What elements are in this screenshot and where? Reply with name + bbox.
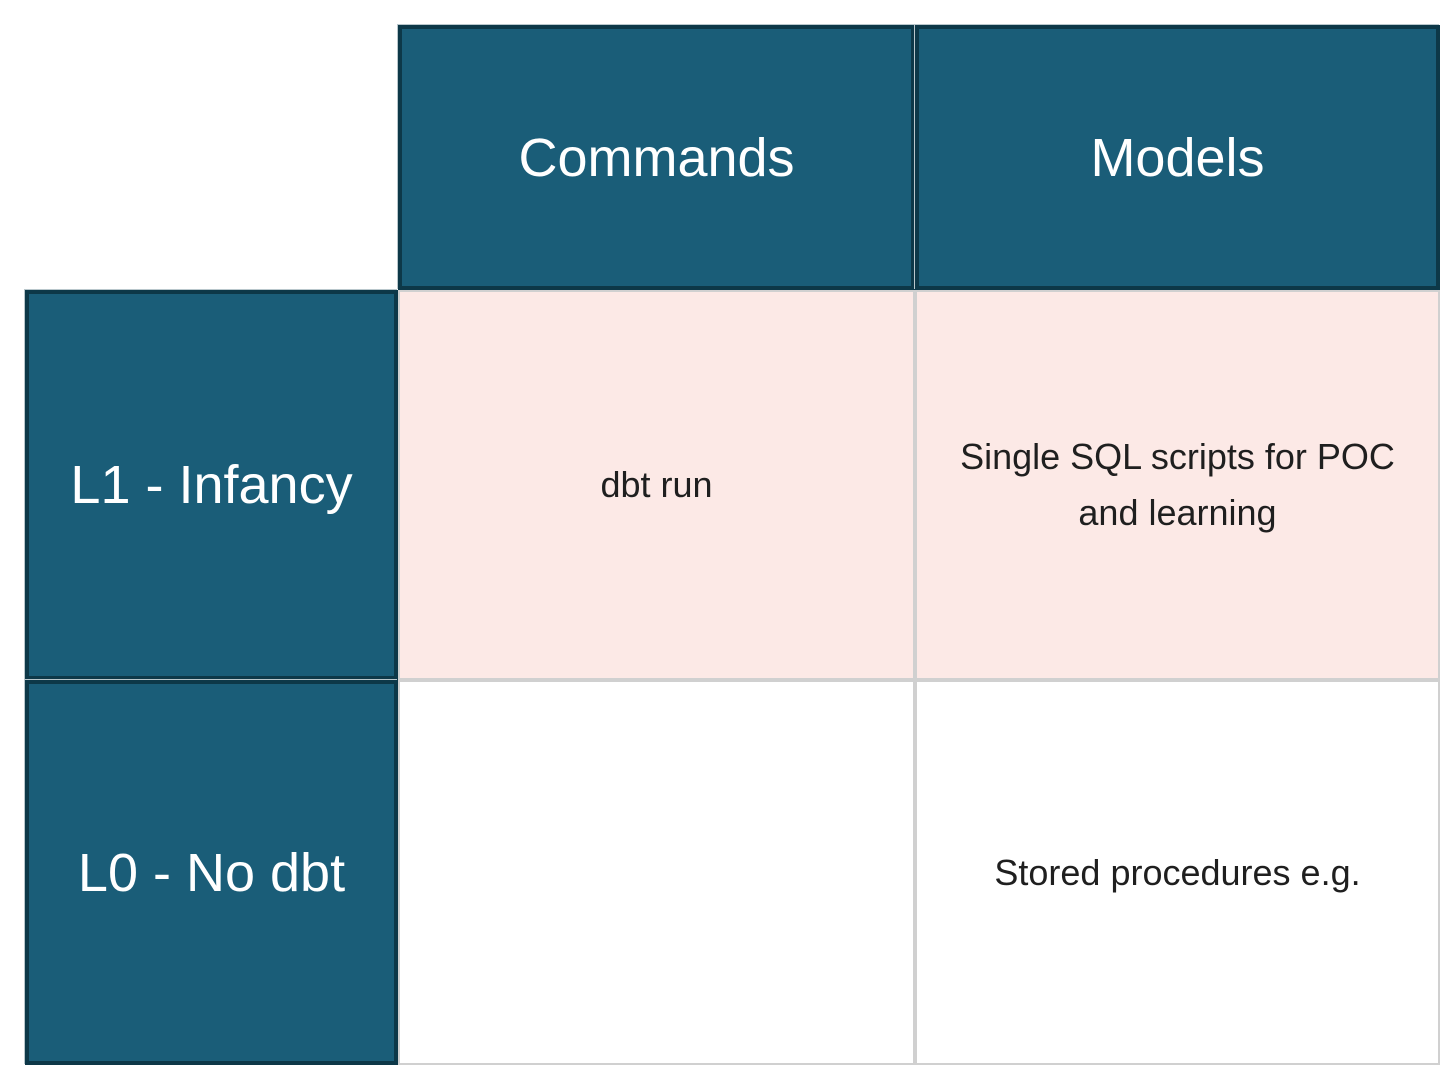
row-header-l1-infancy: L1 - Infancy bbox=[25, 290, 398, 680]
cell-l1-commands: dbt run bbox=[398, 290, 915, 680]
row-header-l0-no-dbt: L0 - No dbt bbox=[25, 680, 398, 1065]
row-header-l1-infancy-label: L1 - Infancy bbox=[70, 455, 353, 515]
corner-cell bbox=[25, 25, 398, 290]
cell-l0-models: Stored procedures e.g. bbox=[915, 680, 1440, 1065]
cell-l1-models: Single SQL scripts for POC and learning bbox=[915, 290, 1440, 680]
cell-l0-commands bbox=[398, 680, 915, 1065]
maturity-matrix-table: Commands Models L1 - Infancy dbt run Sin… bbox=[25, 25, 1440, 1065]
column-header-commands-label: Commands bbox=[518, 127, 795, 188]
column-header-models: Models bbox=[915, 25, 1440, 290]
cell-l1-commands-text: dbt run bbox=[600, 464, 713, 506]
column-header-commands: Commands bbox=[398, 25, 915, 290]
row-header-l0-no-dbt-label: L0 - No dbt bbox=[77, 842, 346, 903]
cell-l1-models-text: Single SQL scripts for POC and learning bbox=[960, 436, 1395, 533]
column-header-models-label: Models bbox=[1090, 127, 1265, 188]
cell-l0-models-text: Stored procedures e.g. bbox=[994, 851, 1361, 893]
